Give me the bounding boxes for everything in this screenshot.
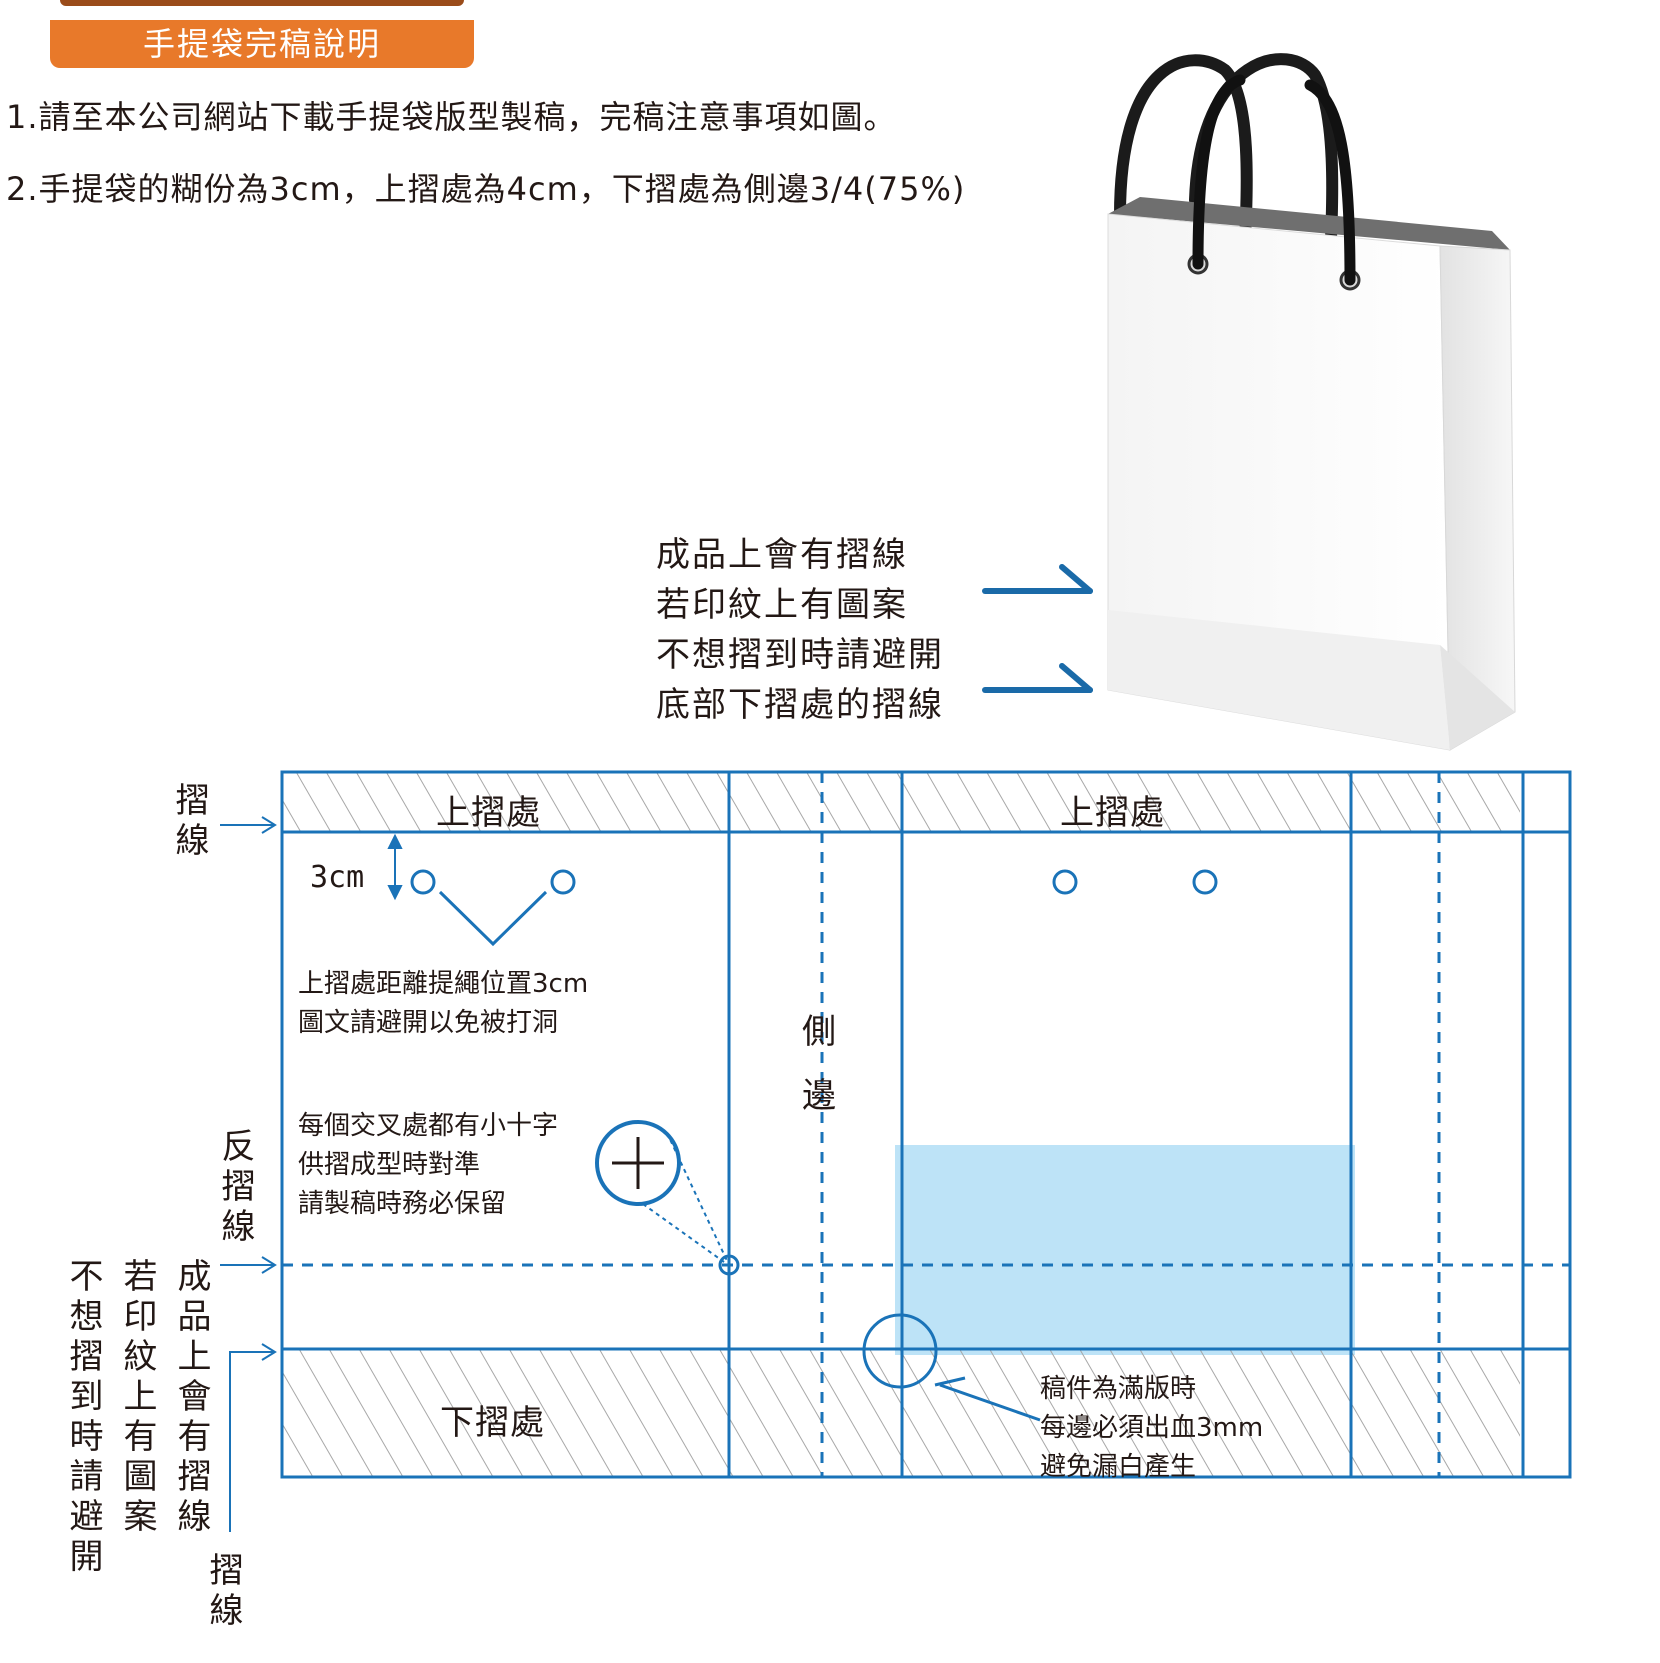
side-label: 側 邊 (802, 1012, 842, 1116)
punch-holes (410, 869, 1218, 895)
bleed-area (895, 1145, 1355, 1355)
left-col1-label: 成品上會有摺線 (171, 1258, 211, 1538)
top-fold-label-left: 上摺處 (436, 793, 541, 833)
bag-illustration (1107, 53, 1516, 751)
bottom-fold-label: 下摺處 (440, 1403, 545, 1443)
bag-callout-1: 成品上會有摺線 (656, 535, 908, 575)
hole-note-2: 圖文請避開以免被打洞 (298, 1008, 559, 1038)
dimension-label: 3cm (310, 860, 365, 895)
title-badge-shadow (60, 0, 464, 6)
reverse-fold-label: 反摺線 (215, 1128, 255, 1248)
left-col3-label: 不想摺到時請避開 (63, 1258, 103, 1578)
cross-note-3: 請製稿時務必保留 (298, 1189, 507, 1219)
bag-callout-4: 底部下摺處的摺線 (656, 685, 944, 725)
bleed-note-2: 每邊必須出血3mm (1040, 1413, 1264, 1443)
fold-line-top-label: 摺線 (169, 782, 209, 862)
note-1: 1.請至本公司網站下載手提袋版型製稿，完稿注意事項如圖。 (6, 98, 897, 136)
bleed-note-3: 避免漏白產生 (1040, 1452, 1197, 1482)
bag-callout-2: 若印紋上有圖案 (656, 585, 908, 625)
left-col2-label: 若印紋上有圖案 (117, 1258, 157, 1538)
page-title: 手提袋完稿說明 (50, 20, 474, 68)
note-2: 2.手提袋的糊份為3cm，上摺處為4cm，下摺處為側邊3/4(75%) (6, 170, 966, 208)
callout-arrows (982, 564, 1093, 693)
cross-note-2: 供摺成型時對準 (298, 1150, 481, 1180)
cross-note-1: 每個交叉處都有小十字 (298, 1111, 559, 1141)
hole-note-1: 上摺處距離提繩位置3cm (298, 969, 589, 999)
fold-line-bottom-label: 摺線 (203, 1552, 243, 1632)
bag-callout-3: 不想摺到時請避開 (656, 635, 944, 675)
bleed-note-1: 稿件為滿版時 (1040, 1374, 1197, 1404)
bag-inner-shadow (1108, 197, 1510, 250)
bleed-magnifier (862, 1313, 938, 1389)
bag-bottom-fold (1108, 610, 1450, 750)
dashed-fold-lines (282, 772, 1570, 1477)
top-fold-label-right: 上摺處 (1060, 793, 1165, 833)
dimension-arrow (387, 833, 403, 901)
bag-handle-back (1114, 54, 1253, 291)
left-arrows (220, 816, 277, 1532)
